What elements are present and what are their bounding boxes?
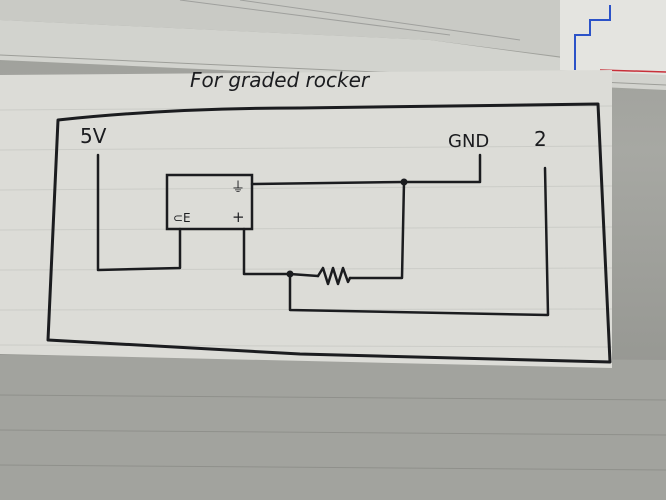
rocker-switch-body — [165, 173, 254, 231]
wire-positive-to-resistor — [242, 227, 320, 278]
sheet-title: For graded rocker — [190, 68, 371, 92]
junction-dot-ground — [400, 178, 408, 186]
terminal-gnd-label: GND — [448, 131, 489, 152]
lamp-pin-label: ⊂E — [173, 211, 191, 225]
wire-5v-to-lamp-pin — [96, 153, 182, 272]
ground-pin-icon: ⏚ — [231, 180, 245, 196]
wire-ground-to-gnd — [250, 153, 482, 186]
drawn-frame — [46, 102, 612, 364]
terminal-5v-label: 5V — [80, 124, 107, 148]
wire-node-to-pin-2 — [288, 166, 550, 317]
terminal-2-label: 2 — [534, 127, 547, 151]
wire-ground-to-resistor — [348, 180, 406, 280]
blue-grid-line — [574, 5, 611, 70]
positive-pin-label: + — [232, 208, 245, 226]
resistor-symbol — [316, 266, 352, 286]
junction-dot-signal — [286, 270, 294, 278]
paper-card — [0, 70, 613, 368]
